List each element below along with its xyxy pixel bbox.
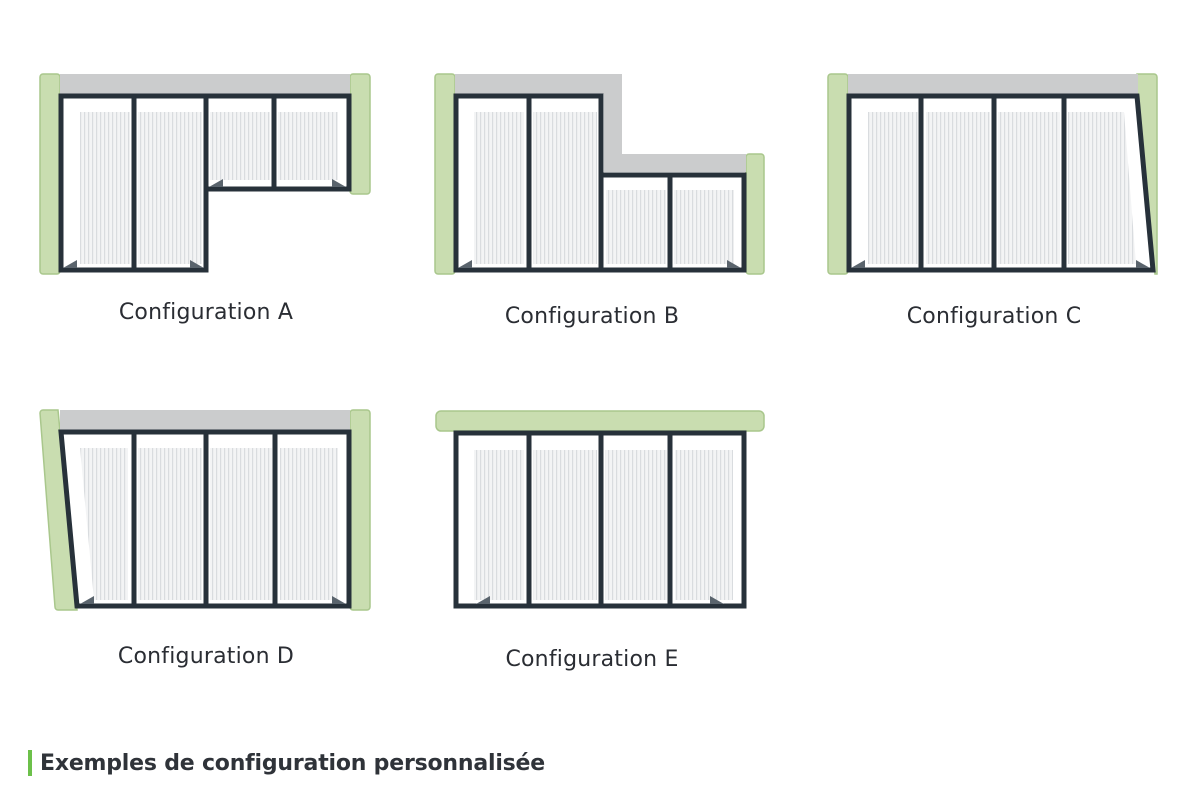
glass-panel xyxy=(80,448,128,600)
frame xyxy=(58,429,352,609)
corner-bracket-icon xyxy=(851,260,865,268)
glass-panel xyxy=(278,112,338,180)
glass-panel xyxy=(1068,112,1136,264)
glass-panel xyxy=(210,112,270,180)
caption-accent-bar xyxy=(28,750,32,776)
glass-panel xyxy=(605,450,667,600)
diagram-configuration-d xyxy=(39,409,371,611)
diagram-configuration-e xyxy=(435,410,765,609)
glass-panel xyxy=(674,190,734,264)
glass-panel xyxy=(80,112,130,264)
wall xyxy=(39,409,78,611)
configuration-e-label: Configuration E xyxy=(505,647,679,672)
glass-panel xyxy=(138,112,202,264)
corner-bracket-icon xyxy=(332,596,346,604)
glass-panel xyxy=(606,190,666,264)
glass-panel xyxy=(280,448,338,600)
configuration-b-label: Configuration B xyxy=(504,304,680,329)
glass-panel xyxy=(675,450,733,600)
glass-panel xyxy=(998,112,1060,264)
corner-bracket-icon xyxy=(710,596,724,604)
corner-bracket-icon xyxy=(727,260,741,268)
roof xyxy=(60,410,350,430)
diagram-configuration-b xyxy=(434,73,765,275)
glass-panel xyxy=(210,448,272,600)
glass-panel xyxy=(868,112,918,264)
frame xyxy=(453,430,747,609)
corner-bracket-icon xyxy=(80,596,94,604)
diagram-configuration-a xyxy=(39,73,371,275)
frame xyxy=(58,93,352,273)
corner-bracket-icon xyxy=(63,260,77,268)
wall xyxy=(827,73,849,275)
corner-bracket-icon xyxy=(458,260,472,268)
corner-bracket-icon xyxy=(476,596,490,604)
wall xyxy=(435,410,765,432)
caption-text: Exemples de configuration personnalisée xyxy=(40,750,545,776)
roof xyxy=(848,74,1138,94)
glass-panel xyxy=(474,112,524,264)
glass-panel xyxy=(533,450,597,600)
wall xyxy=(39,73,61,275)
wall xyxy=(349,409,371,611)
glass-panel xyxy=(926,112,990,264)
frame xyxy=(846,93,1156,273)
corner-bracket-icon xyxy=(1136,260,1150,268)
caption: Exemples de configuration personnalisée xyxy=(28,750,545,776)
corner-bracket-icon xyxy=(209,179,223,187)
configuration-c-label: Configuration C xyxy=(906,304,1082,329)
configuration-d-label: Configuration D xyxy=(117,644,295,669)
glass-panel xyxy=(533,112,597,264)
wall xyxy=(349,73,371,195)
wall xyxy=(745,153,765,275)
diagram-configuration-c xyxy=(827,73,1158,275)
glass-panel xyxy=(138,448,202,600)
corner-bracket-icon xyxy=(332,179,346,187)
frame xyxy=(453,93,747,273)
glass-panel xyxy=(474,450,524,600)
corner-bracket-icon xyxy=(190,260,204,268)
configuration-a-label: Configuration A xyxy=(118,300,294,325)
wall xyxy=(434,73,456,275)
roof xyxy=(60,74,350,94)
